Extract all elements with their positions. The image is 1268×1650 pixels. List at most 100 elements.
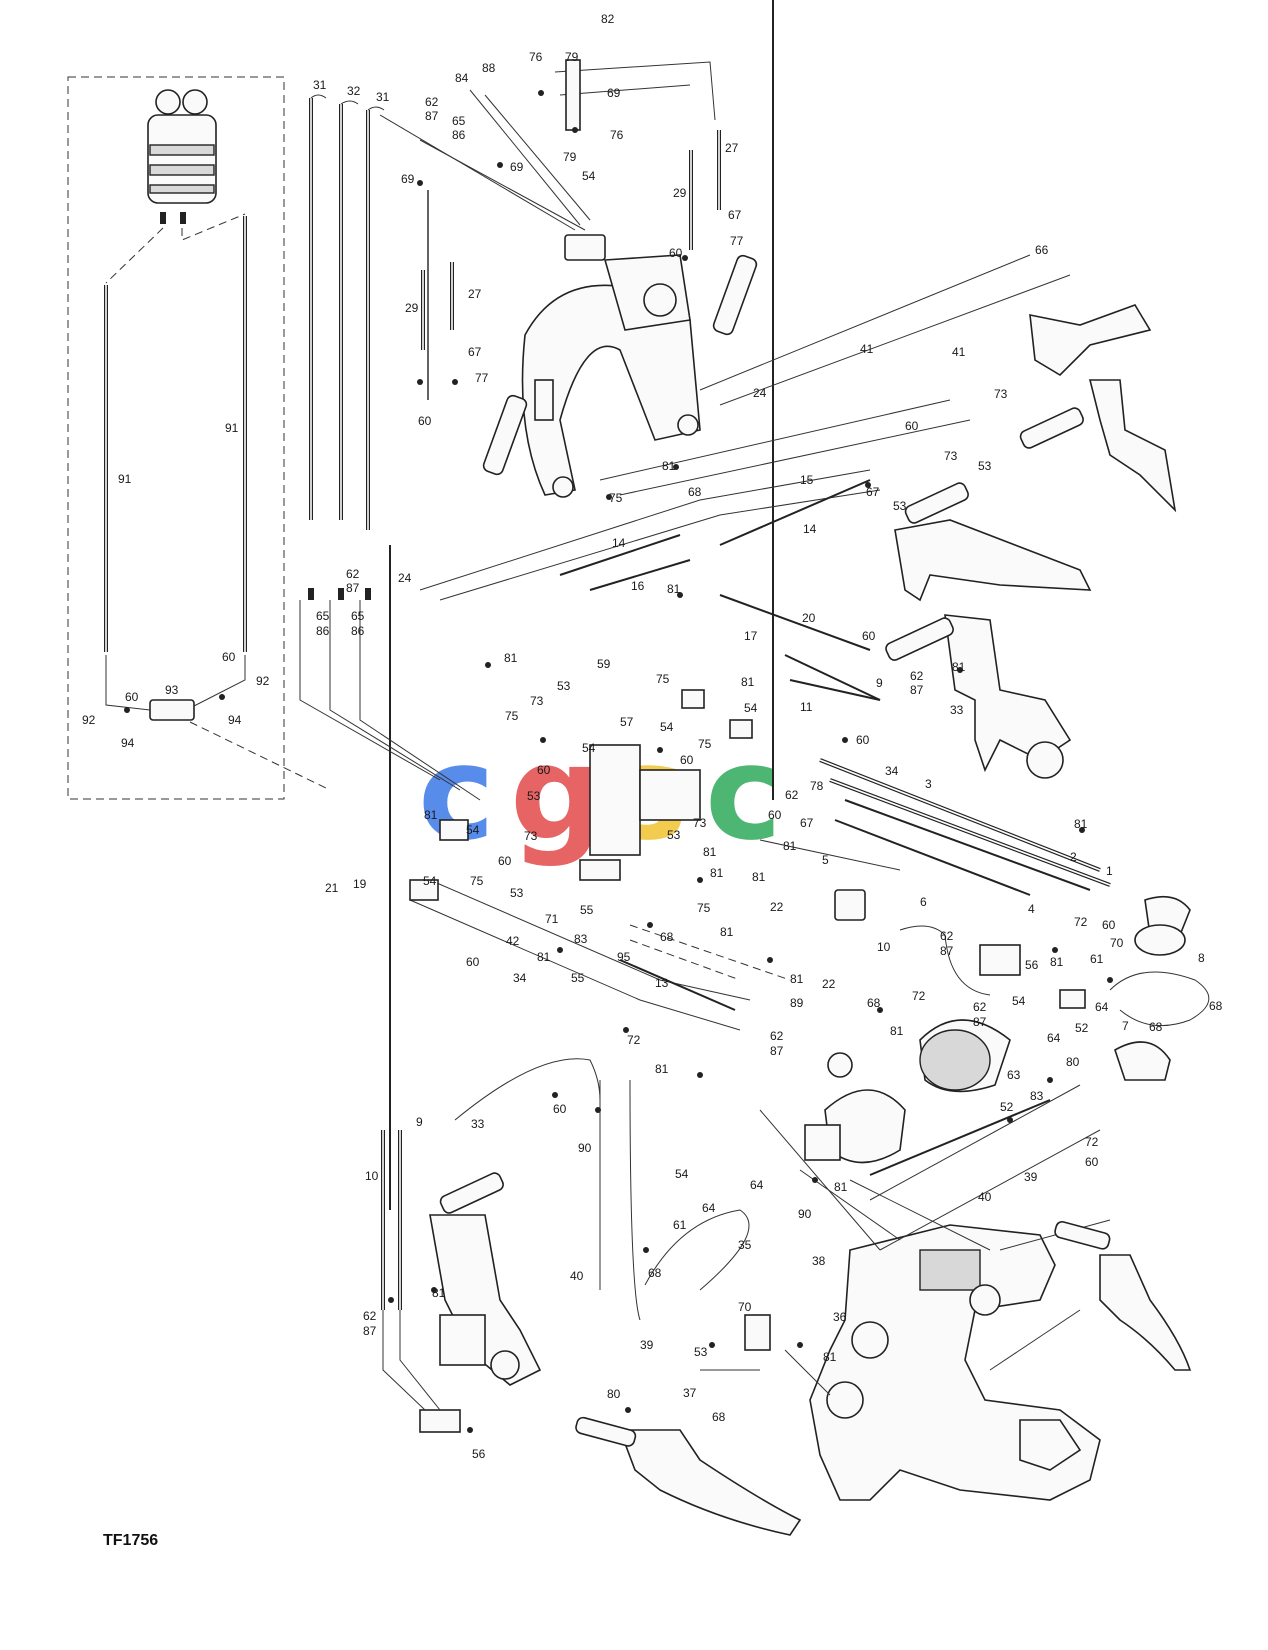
callout-62: 62 bbox=[425, 95, 439, 109]
callout-53: 53 bbox=[978, 459, 992, 473]
callout-66: 66 bbox=[1035, 243, 1049, 257]
callout-81: 81 bbox=[834, 1180, 848, 1194]
callout-68: 68 bbox=[1149, 1020, 1163, 1034]
callout-87: 87 bbox=[973, 1015, 987, 1029]
callout-87: 87 bbox=[770, 1044, 784, 1058]
callout-19: 19 bbox=[353, 877, 367, 891]
callout-72: 72 bbox=[627, 1033, 641, 1047]
callout-29: 29 bbox=[673, 186, 687, 200]
callout-16: 16 bbox=[631, 579, 645, 593]
callout-68: 68 bbox=[1209, 999, 1223, 1013]
callout-60: 60 bbox=[856, 733, 870, 747]
figure-id: TF1756 bbox=[103, 1532, 158, 1549]
callout-9: 9 bbox=[416, 1115, 423, 1129]
callout-29: 29 bbox=[405, 301, 419, 315]
callout-72: 72 bbox=[1074, 915, 1088, 929]
callout-67: 67 bbox=[800, 816, 814, 830]
callout-72: 72 bbox=[912, 989, 926, 1003]
callout-77: 77 bbox=[475, 371, 489, 385]
callout-60: 60 bbox=[418, 414, 432, 428]
callout-81: 81 bbox=[890, 1024, 904, 1038]
callout-81: 81 bbox=[952, 660, 966, 674]
callout-64: 64 bbox=[702, 1201, 716, 1215]
valve-93 bbox=[149, 699, 195, 721]
callout-76: 76 bbox=[529, 50, 543, 64]
callout-60: 60 bbox=[498, 854, 512, 868]
callout-54: 54 bbox=[582, 741, 596, 755]
callout-54: 54 bbox=[675, 1167, 689, 1181]
callout-14: 14 bbox=[612, 536, 626, 550]
callout-87: 87 bbox=[940, 944, 954, 958]
callout-68: 68 bbox=[648, 1266, 662, 1280]
callout-31: 31 bbox=[376, 90, 390, 104]
callout-41: 41 bbox=[860, 342, 874, 356]
callout-4: 4 bbox=[1028, 902, 1035, 916]
lower-left-assembly bbox=[381, 1058, 802, 1536]
callout-73: 73 bbox=[693, 816, 707, 830]
callout-81: 81 bbox=[537, 950, 551, 964]
callout-41: 41 bbox=[952, 345, 966, 359]
callout-24: 24 bbox=[753, 386, 767, 400]
inset-border bbox=[67, 76, 285, 800]
callout-9: 9 bbox=[876, 676, 883, 690]
callout-62: 62 bbox=[770, 1029, 784, 1043]
callout-64: 64 bbox=[1047, 1031, 1061, 1045]
callout-62: 62 bbox=[785, 788, 799, 802]
callout-53: 53 bbox=[527, 789, 541, 803]
callout-94: 94 bbox=[121, 736, 135, 750]
right-drive bbox=[804, 614, 1210, 1164]
callout-10: 10 bbox=[877, 940, 891, 954]
callout-81: 81 bbox=[752, 870, 766, 884]
right-attachments bbox=[599, 254, 1177, 602]
inset-detail bbox=[67, 76, 331, 800]
callout-60: 60 bbox=[1102, 918, 1116, 932]
callout-81: 81 bbox=[790, 972, 804, 986]
callout-33: 33 bbox=[950, 703, 964, 717]
callout-79: 79 bbox=[565, 50, 579, 64]
callout-20: 20 bbox=[802, 611, 816, 625]
callout-5: 5 bbox=[822, 853, 829, 867]
callout-84: 84 bbox=[455, 71, 469, 85]
callout-21: 21 bbox=[325, 881, 339, 895]
callout-54: 54 bbox=[466, 823, 480, 837]
callout-24: 24 bbox=[398, 571, 412, 585]
callout-73: 73 bbox=[530, 694, 544, 708]
callout-68: 68 bbox=[867, 996, 881, 1010]
callout-42: 42 bbox=[506, 934, 520, 948]
callout-69: 69 bbox=[510, 160, 524, 174]
callout-62: 62 bbox=[940, 929, 954, 943]
callout-67: 67 bbox=[728, 208, 742, 222]
callout-73: 73 bbox=[944, 449, 958, 463]
callout-68: 68 bbox=[688, 485, 702, 499]
callout-67: 67 bbox=[468, 345, 482, 359]
callout-62: 62 bbox=[973, 1000, 987, 1014]
callout-56: 56 bbox=[472, 1447, 486, 1461]
callout-83: 83 bbox=[574, 932, 588, 946]
callout-86: 86 bbox=[452, 128, 466, 142]
callout-6: 6 bbox=[920, 895, 927, 909]
callout-91: 91 bbox=[225, 421, 239, 435]
callout-61: 61 bbox=[1090, 952, 1104, 966]
callout-87: 87 bbox=[363, 1324, 377, 1338]
callout-55: 55 bbox=[580, 903, 594, 917]
callout-39: 39 bbox=[640, 1338, 654, 1352]
callout-75: 75 bbox=[470, 874, 484, 888]
callout-77: 77 bbox=[730, 234, 744, 248]
callout-72: 72 bbox=[1085, 1135, 1099, 1149]
callout-64: 64 bbox=[750, 1178, 764, 1192]
callout-10: 10 bbox=[365, 1169, 379, 1183]
callout-34: 34 bbox=[513, 971, 527, 985]
callout-75: 75 bbox=[505, 709, 519, 723]
control-valve-block bbox=[589, 744, 641, 856]
callout-71: 71 bbox=[545, 912, 559, 926]
callout-60: 60 bbox=[537, 763, 551, 777]
fittings bbox=[388, 90, 1113, 1433]
callout-81: 81 bbox=[655, 1062, 669, 1076]
callout-54: 54 bbox=[744, 701, 758, 715]
callout-70: 70 bbox=[738, 1300, 752, 1314]
callout-27: 27 bbox=[725, 141, 739, 155]
callout-54: 54 bbox=[582, 169, 596, 183]
callout-80: 80 bbox=[607, 1387, 621, 1401]
callout-53: 53 bbox=[694, 1345, 708, 1359]
callout-35: 35 bbox=[738, 1238, 752, 1252]
